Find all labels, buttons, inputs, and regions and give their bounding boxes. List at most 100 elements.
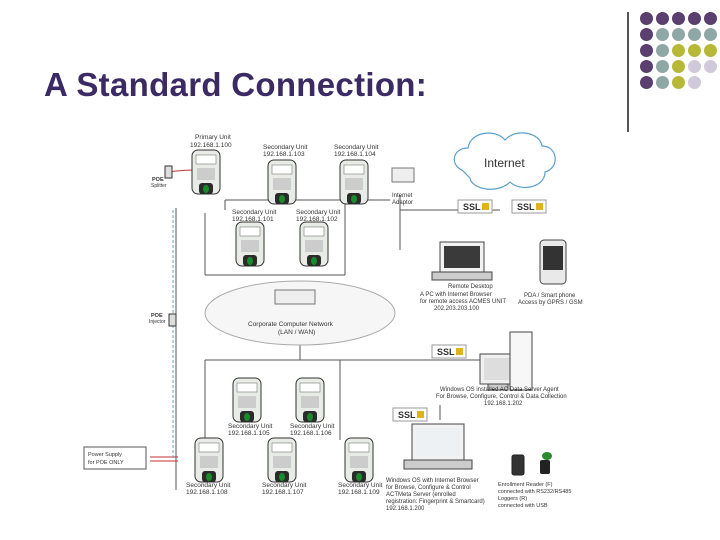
decorative-dot	[704, 28, 717, 41]
server-pc-label-3: 192.168.1.202	[484, 401, 523, 407]
power-supply	[83, 446, 147, 470]
upper-right-unit-ip: 192.168.1.106	[290, 430, 332, 437]
lower-3-unit-label: Secondary Unit	[338, 482, 383, 489]
windows-pc-label-1: Windows OS with Internet Browser	[386, 478, 479, 484]
lower-1-unit-ip: 192.168.1.108	[186, 489, 228, 496]
secondary-unit-b-label: Secondary Unit	[334, 144, 379, 151]
secondary-unit-upper-right	[295, 377, 325, 423]
windows-pc-label-4: registration: Fingerprint & Smartcard)	[386, 499, 485, 505]
decorative-dot	[672, 28, 685, 41]
decorative-dot	[672, 76, 685, 89]
network-label-1: Corporate Computer Network	[248, 321, 334, 328]
decorative-dot	[688, 76, 701, 89]
poe-injector-label-2: Injector	[149, 319, 166, 325]
poe-splitter	[164, 165, 173, 179]
remote-desktop-label-2: A PC with Internet Browser	[420, 292, 492, 298]
decorative-dot	[640, 44, 653, 57]
pda-device	[539, 239, 567, 285]
decorative-dot	[656, 44, 669, 57]
decorative-dot	[704, 44, 717, 57]
secondary-unit-lower-2	[267, 437, 297, 483]
primary-unit-label: Primary Unit	[195, 134, 231, 141]
decorative-dot	[704, 60, 717, 73]
secondary-unit-c-ip: 192.168.1.101	[232, 216, 274, 223]
svg-text:SSL: SSL	[517, 202, 535, 212]
secondary-unit-d-label: Secondary Unit	[296, 209, 341, 216]
lower-2-unit-ip: 192.168.1.107	[262, 489, 304, 496]
decorative-dot	[672, 44, 685, 57]
ssl-badge-3: SSL	[431, 344, 467, 359]
enrollment-label-1: Enrollment Reader (F)	[498, 482, 553, 488]
enrollment-label-4: connected with USB	[498, 503, 548, 509]
windows-pc-laptop	[403, 423, 473, 470]
power-supply-label-1: Power Supply	[88, 452, 122, 458]
decorative-dot	[704, 12, 717, 25]
upper-left-unit-ip: 192.168.1.105	[228, 430, 270, 437]
network-switch	[274, 289, 316, 305]
remote-desktop-label-3: for remote access ACMES UNIT	[420, 299, 506, 305]
decorative-dot	[656, 28, 669, 41]
pda-label-1: PDA / Smart phone	[524, 293, 576, 299]
decorative-dot	[640, 28, 653, 41]
decorative-dot	[688, 12, 701, 25]
secondary-unit-c-label: Secondary Unit	[232, 209, 277, 216]
poe-splitter-label-2: Splitter	[151, 183, 167, 189]
secondary-unit-b-ip: 192.168.1.104	[334, 151, 376, 158]
secondary-unit-a-ip: 192.168.1.103	[263, 151, 305, 158]
network-label-2: (LAN / WAN)	[278, 329, 315, 336]
ssl-badge-4: SSL	[392, 407, 428, 422]
decorative-dot	[640, 12, 653, 25]
power-supply-label-2: for POE ONLY	[88, 460, 124, 466]
internet-label: Internet	[484, 156, 525, 170]
remote-desktop-label-1: Remote Desktop	[448, 284, 493, 290]
poe-splitter-label-1: POE	[152, 177, 164, 183]
decorative-dot	[688, 44, 701, 57]
windows-pc-label-3: ACTMeta Server (enrolled	[386, 492, 456, 498]
secondary-unit-a	[267, 159, 297, 205]
upper-left-unit-label: Secondary Unit	[228, 423, 273, 430]
upper-right-unit-label: Secondary Unit	[290, 423, 335, 430]
server-pc	[479, 331, 533, 391]
title-divider	[627, 12, 629, 132]
ssl-badge-2: SSL	[511, 199, 547, 214]
svg-text:SSL: SSL	[463, 202, 481, 212]
internet-adaptor-label-2: Adaptor	[392, 200, 413, 206]
secondary-unit-lower-1	[194, 437, 224, 483]
decorative-dot	[688, 60, 701, 73]
decorative-dot	[656, 76, 669, 89]
secondary-unit-b	[339, 159, 369, 205]
poe-injector	[168, 313, 177, 327]
decorative-dot	[640, 60, 653, 73]
corporate-network	[204, 280, 396, 346]
svg-text:SSL: SSL	[398, 410, 416, 420]
secondary-unit-d	[299, 221, 329, 267]
lower-1-unit-label: Secondary Unit	[186, 482, 231, 489]
lower-3-unit-ip: 192.168.1.109	[338, 489, 380, 496]
server-pc-label-2: For Browse, Configure, Control & Data Co…	[436, 394, 567, 400]
enrollment-label-3: Loggers (R)	[498, 496, 527, 502]
decorative-dot	[656, 60, 669, 73]
secondary-unit-upper-left	[232, 377, 262, 423]
ssl-badge-1: SSL	[457, 199, 493, 214]
remote-desktop-laptop	[431, 241, 493, 281]
decorative-dot	[672, 60, 685, 73]
server-pc-label-1: Windows OS installed AC Data Server Agen…	[440, 387, 559, 393]
secondary-unit-c	[235, 221, 265, 267]
secondary-unit-a-label: Secondary Unit	[263, 144, 308, 151]
svg-text:SSL: SSL	[437, 347, 455, 357]
slide-title: A Standard Connection:	[44, 66, 428, 103]
decorative-dot	[640, 76, 653, 89]
decorative-dot	[688, 28, 701, 41]
secondary-unit-d-ip: 192.168.1.102	[296, 216, 338, 223]
poe-injector-label-1: POE	[151, 313, 163, 319]
decorative-dot	[656, 12, 669, 25]
windows-pc-label-2: for Browse, Configure & Control	[386, 485, 471, 491]
lower-2-unit-label: Secondary Unit	[262, 482, 307, 489]
enrollment-label-2: connected with RS232/RS485	[498, 489, 571, 495]
remote-desktop-label-4: 202.203.203.100	[434, 306, 480, 312]
decorative-dot	[672, 12, 685, 25]
internet-cloud	[453, 132, 556, 190]
pda-label-2: Access by GPRS / GSM	[518, 300, 583, 306]
secondary-unit-lower-3	[344, 437, 374, 483]
